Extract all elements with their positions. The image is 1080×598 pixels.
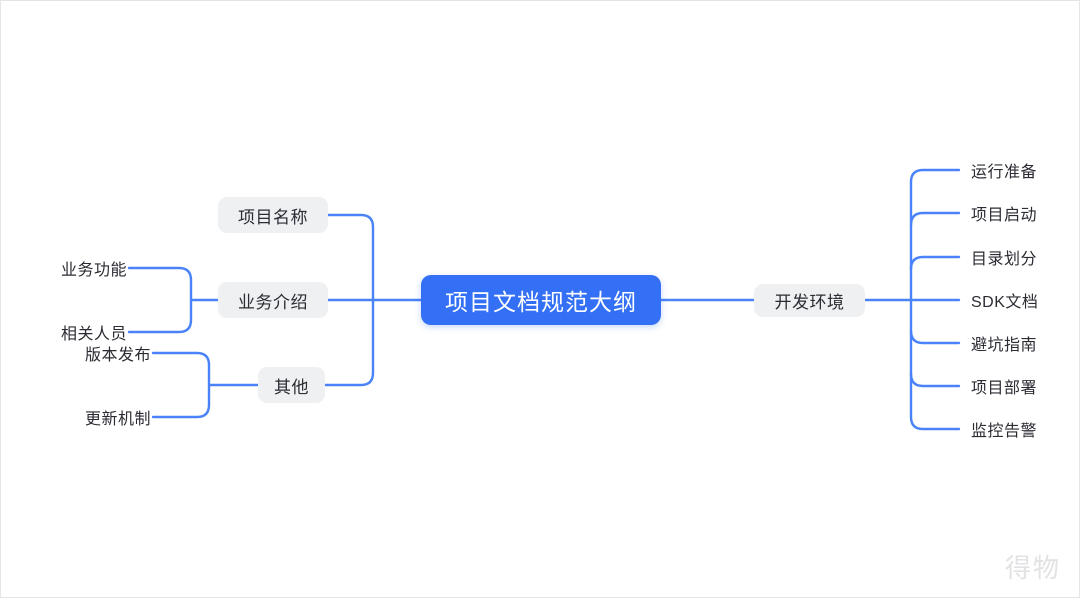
leaf-node-pitfall-guide[interactable]: 避坑指南 xyxy=(971,331,1071,355)
edge-right-leaf-4 xyxy=(909,329,961,345)
leaf-node-label: SDK文档 xyxy=(971,294,1039,311)
leaf-node-version-release[interactable]: 版本发布 xyxy=(43,341,151,365)
leaf-node-label: 运行准备 xyxy=(971,164,1038,181)
leaf-node-related-personnel[interactable]: 相关人员 xyxy=(19,320,127,344)
leaf-node-update-mechanism[interactable]: 更新机制 xyxy=(43,405,151,429)
edge-right-leaf-6 xyxy=(909,415,961,431)
branch-node-dev-environment[interactable]: 开发环境 xyxy=(754,284,865,317)
leaf-node-label: 避坑指南 xyxy=(971,337,1038,354)
watermark-text: 得物 xyxy=(1004,554,1061,584)
edge-left-to-branch-2 xyxy=(323,371,375,387)
edge-branch2-leaf-0 xyxy=(151,351,211,367)
edge-right-leaf-5 xyxy=(909,372,961,388)
branch-node-label: 项目名称 xyxy=(238,207,308,227)
leaf-node-monitoring-alerts[interactable]: 监控告警 xyxy=(971,417,1071,441)
watermark: 得物 xyxy=(1005,548,1061,585)
leaf-node-runtime-preparation[interactable]: 运行准备 xyxy=(971,158,1071,182)
leaf-node-label: 项目部署 xyxy=(971,380,1038,397)
edge-left-to-branch-0 xyxy=(326,213,375,229)
edge-right-leaf-2 xyxy=(909,255,961,271)
edge-right-leaf-1 xyxy=(909,211,961,227)
branch-node-business-intro[interactable]: 业务介绍 xyxy=(218,282,328,318)
leaf-node-business-function[interactable]: 业务功能 xyxy=(19,256,127,280)
leaf-node-label: 业务功能 xyxy=(60,262,127,279)
leaf-node-label: 项目启动 xyxy=(971,207,1038,224)
branch-node-label: 其他 xyxy=(274,377,309,397)
branch-node-label: 业务介绍 xyxy=(238,292,308,312)
leaf-node-label: 相关人员 xyxy=(60,326,127,343)
branch-node-label: 开发环境 xyxy=(774,293,845,312)
leaf-node-label: 监控告警 xyxy=(971,423,1038,440)
root-node[interactable]: 项目文档规范大纲 xyxy=(421,275,661,325)
leaf-node-project-deployment[interactable]: 项目部署 xyxy=(971,374,1071,398)
leaf-node-label: 目录划分 xyxy=(971,251,1038,268)
edge-branch2-leaf-1 xyxy=(151,403,211,419)
leaf-node-label: 版本发布 xyxy=(84,347,151,364)
leaf-node-project-startup[interactable]: 项目启动 xyxy=(971,201,1071,225)
edge-right-leaf-0 xyxy=(909,168,961,184)
edge-branch1-leaf-1 xyxy=(127,318,193,334)
leaf-node-directory-structure[interactable]: 目录划分 xyxy=(971,245,1071,269)
leaf-node-label: 更新机制 xyxy=(84,411,151,428)
branch-node-project-name[interactable]: 项目名称 xyxy=(218,197,328,233)
leaf-node-sdk-docs[interactable]: SDK文档 xyxy=(971,288,1071,312)
edge-branch1-leaf-0 xyxy=(127,266,193,282)
branch-node-other[interactable]: 其他 xyxy=(258,367,325,403)
root-node-label: 项目文档规范大纲 xyxy=(445,289,637,315)
